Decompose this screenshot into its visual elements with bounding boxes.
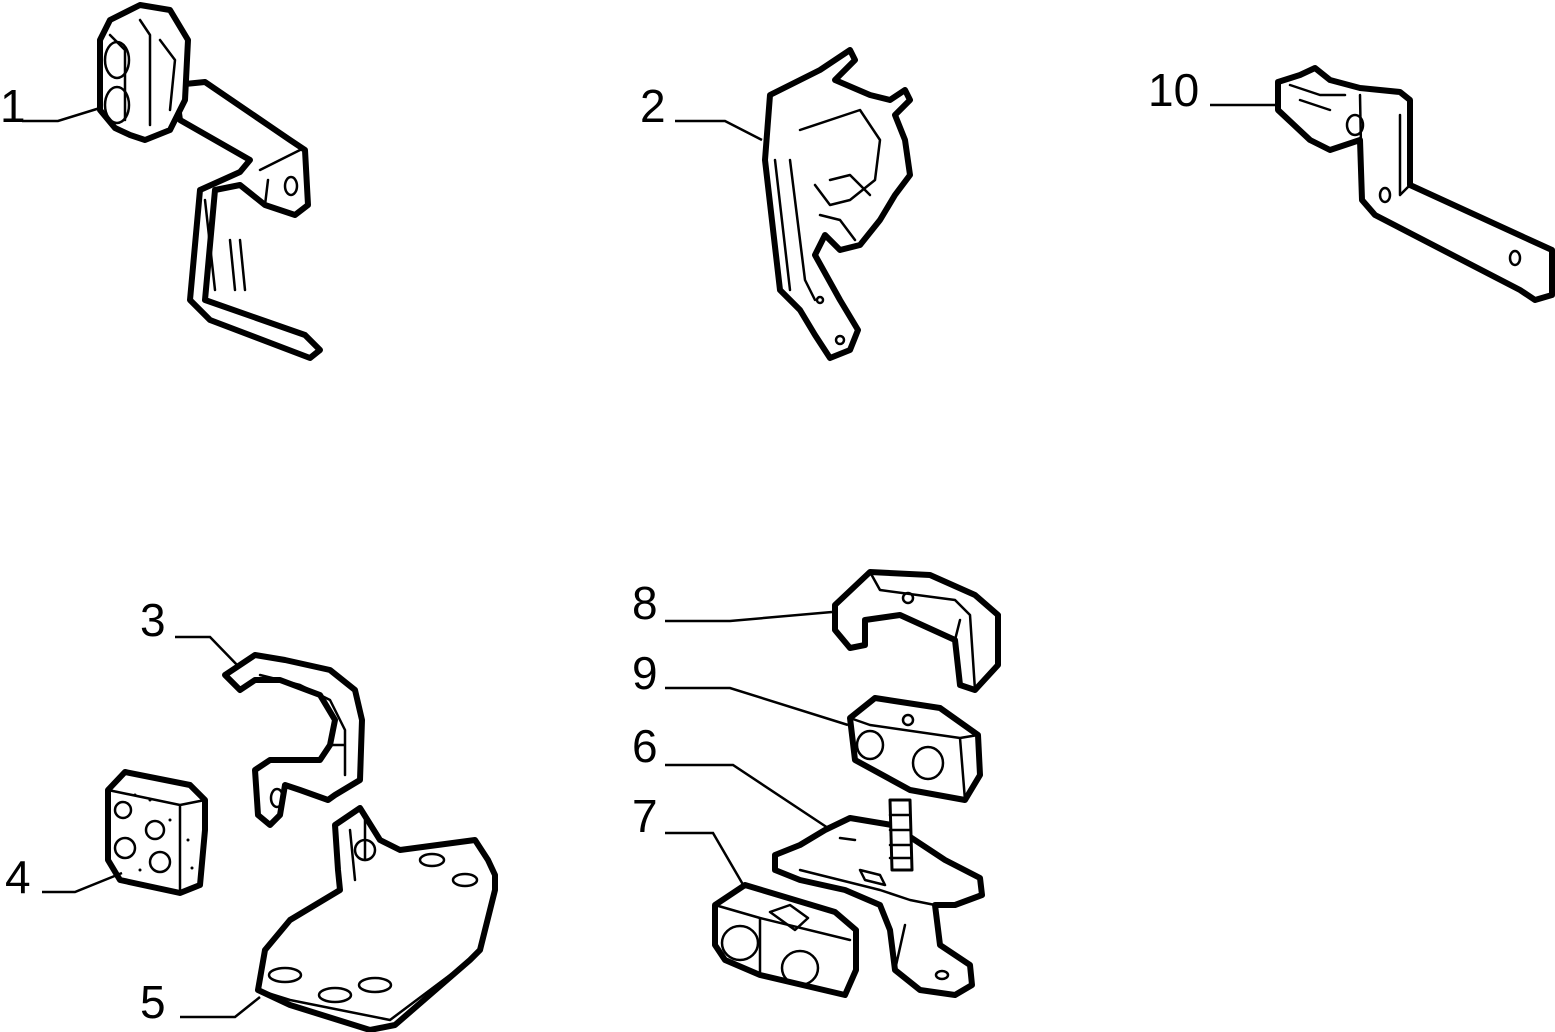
callout-label: 3 (140, 594, 166, 646)
part-9-block[interactable]: 9 (632, 647, 983, 803)
callout-label: 2 (640, 80, 666, 132)
part-5-plate[interactable]: 5 (140, 805, 498, 1032)
part-10-bracket[interactable]: 10 (1148, 64, 1555, 303)
callout-label: 10 (1148, 64, 1199, 116)
callout-label: 7 (632, 790, 658, 842)
part-3-clip[interactable]: 3 (140, 594, 365, 828)
part-1-bracket[interactable]: 1 (0, 2, 323, 361)
part-6-base[interactable]: 6 (632, 720, 985, 998)
part-2-bracket[interactable]: 2 (640, 47, 913, 361)
callout-label: 1 (0, 80, 26, 132)
part-8-clip[interactable]: 8 (632, 569, 1001, 693)
callout-label: 9 (632, 647, 658, 699)
callout-label: 6 (632, 720, 658, 772)
part-7-block[interactable]: 7 (632, 790, 859, 998)
callout-label: 4 (5, 851, 31, 903)
callout-label: 5 (140, 976, 166, 1028)
callout-label: 8 (632, 577, 658, 629)
part-4-block[interactable]: 4 (5, 769, 208, 903)
